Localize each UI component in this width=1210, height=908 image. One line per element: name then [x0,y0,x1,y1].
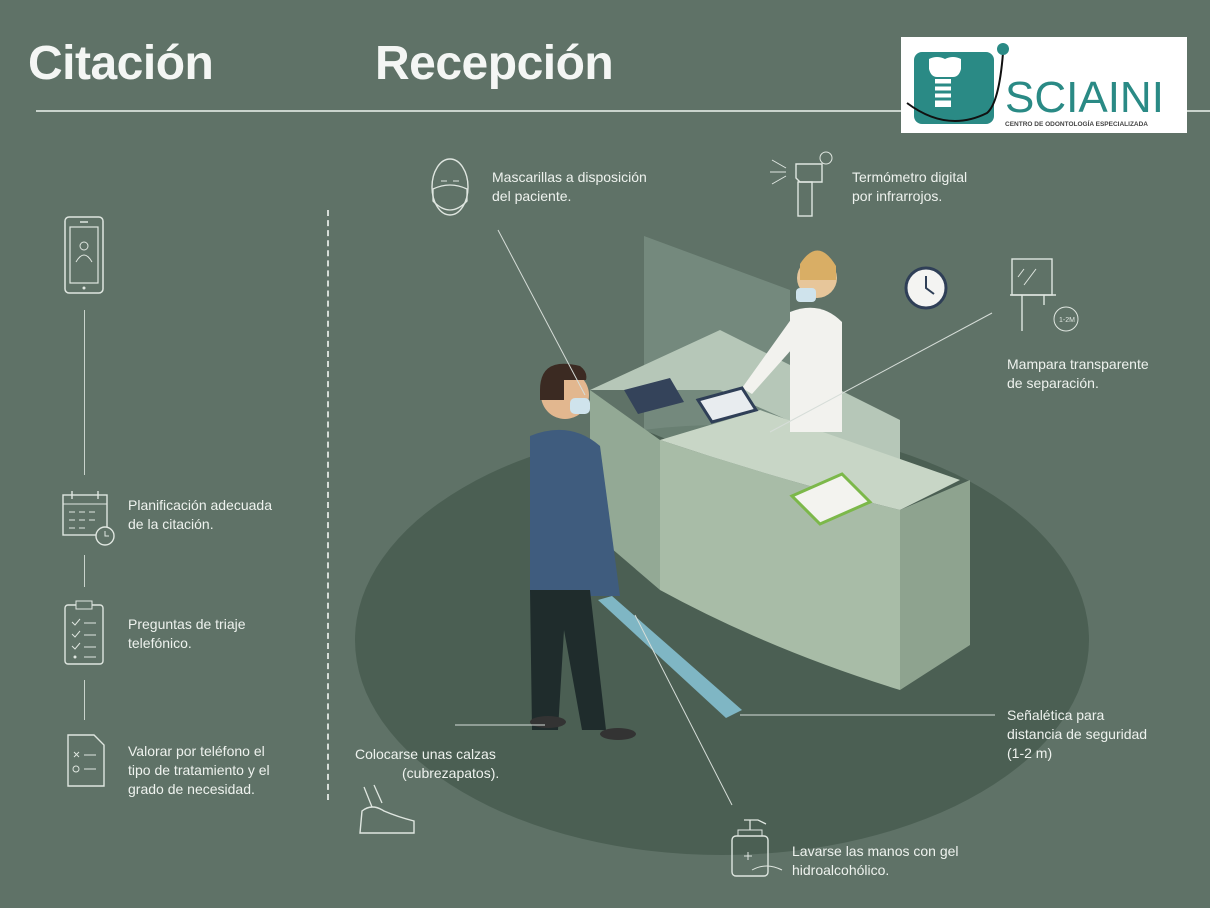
callout-line: hidroalcohólico. [792,862,890,878]
step-text-line: grado de necesidad. [128,781,255,797]
step-planificacion: Planificación adecuada de la citación. [128,496,272,534]
step-triaje: Preguntas de triaje telefónico. [128,615,246,653]
callout-line: Termómetro digital [852,169,968,185]
step-valorar: Valorar por teléfono el tipo de tratamie… [128,742,270,799]
logo-tagline: CENTRO DE ODONTOLOGÍA ESPECIALIZADA [1005,119,1148,128]
callout-senaletica: Señalética para distancia de seguridad (… [1007,706,1147,763]
callout-mascarillas: Mascarillas a disposición del paciente. [492,168,647,206]
shoe-cover-icon [359,784,415,834]
receptionist [790,307,842,432]
sciaini-logo: SCIAINI CENTRO DE ODONTOLOGÍA ESPECIALIZ… [901,37,1187,133]
callout-line: Mampara transparente [1007,356,1149,372]
timeline-line [84,310,85,475]
clipboard-checklist-icon [64,600,104,665]
section-divider [327,210,329,800]
callout-line: Lavarse las manos con gel [792,843,959,859]
face-mask-icon [431,158,469,216]
header-divider [36,110,916,112]
step-text-line: de la citación. [128,516,214,532]
floor-distance-tape [598,596,742,718]
callout-mampara: Mampara transparente de separación. [1007,355,1149,393]
hand-sanitizer-icon [731,819,783,877]
form-document-icon [67,734,105,787]
distance-badge: 1-2M [1059,317,1075,324]
calendar-clock-icon [62,491,115,546]
callout-line: (cubrezapatos). [402,765,500,781]
patient [530,429,620,596]
title-citacion: Citación [28,37,214,90]
logo-wordmark: SCIAINI [1005,73,1164,122]
partition-screen-icon: 1-2M [1010,258,1079,332]
callout-calzas: Colocarse unas calzas (cubrezapatos). [355,745,499,783]
callout-line: Colocarse unas calzas [355,746,496,762]
callout-line: del paciente. [492,188,572,204]
step-text-line: Planificación adecuada [128,497,272,513]
callout-line: Señalética para [1007,707,1105,723]
callout-termometro: Termómetro digital por infrarrojos. [852,168,967,206]
callout-line: (1-2 m) [1007,745,1053,761]
title-recepcion: Recepción [375,37,614,90]
step-text-line: tipo de tratamiento y el [128,762,270,778]
callout-manos: Lavarse las manos con gel hidroalcohólic… [792,842,959,880]
step-text-line: Valorar por teléfono el [128,743,265,759]
callout-line: de separación. [1007,375,1099,391]
step-text-line: telefónico. [128,635,192,651]
callout-line: por infrarrojos. [852,188,943,204]
callout-line: Mascarillas a disposición [492,169,647,185]
step-text-line: Preguntas de triaje [128,616,246,632]
callout-line: distancia de seguridad [1007,726,1148,742]
timeline-line [84,680,85,720]
timeline-line [84,555,85,587]
header-divider-end [1187,110,1210,112]
smartphone-user-icon [64,216,104,294]
infrared-thermometer-icon [770,151,833,217]
